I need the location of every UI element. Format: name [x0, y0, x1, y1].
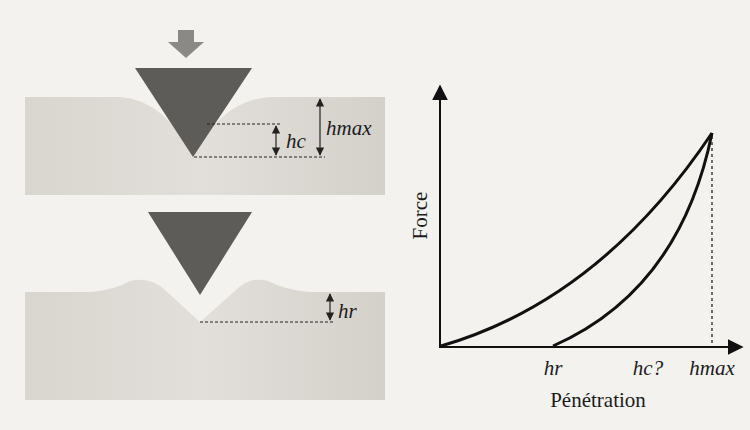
force-penetration-chart — [439, 86, 742, 348]
tick-label: hr — [544, 358, 563, 379]
indenter-loaded — [135, 68, 252, 157]
residual-dimension — [200, 294, 335, 322]
indenter-raised — [148, 212, 252, 295]
depth-label: hc — [286, 131, 306, 152]
depth-label: hmax — [326, 118, 372, 139]
tick-label: hc? — [633, 358, 663, 379]
tick-label: hmax — [689, 358, 735, 379]
depth-label: hr — [338, 301, 357, 322]
load-arrow — [168, 30, 204, 58]
material-unloaded — [25, 280, 385, 400]
axis-title: Force — [410, 191, 431, 239]
axis-title: Pénétration — [550, 390, 646, 411]
dimension-lines — [194, 99, 325, 157]
